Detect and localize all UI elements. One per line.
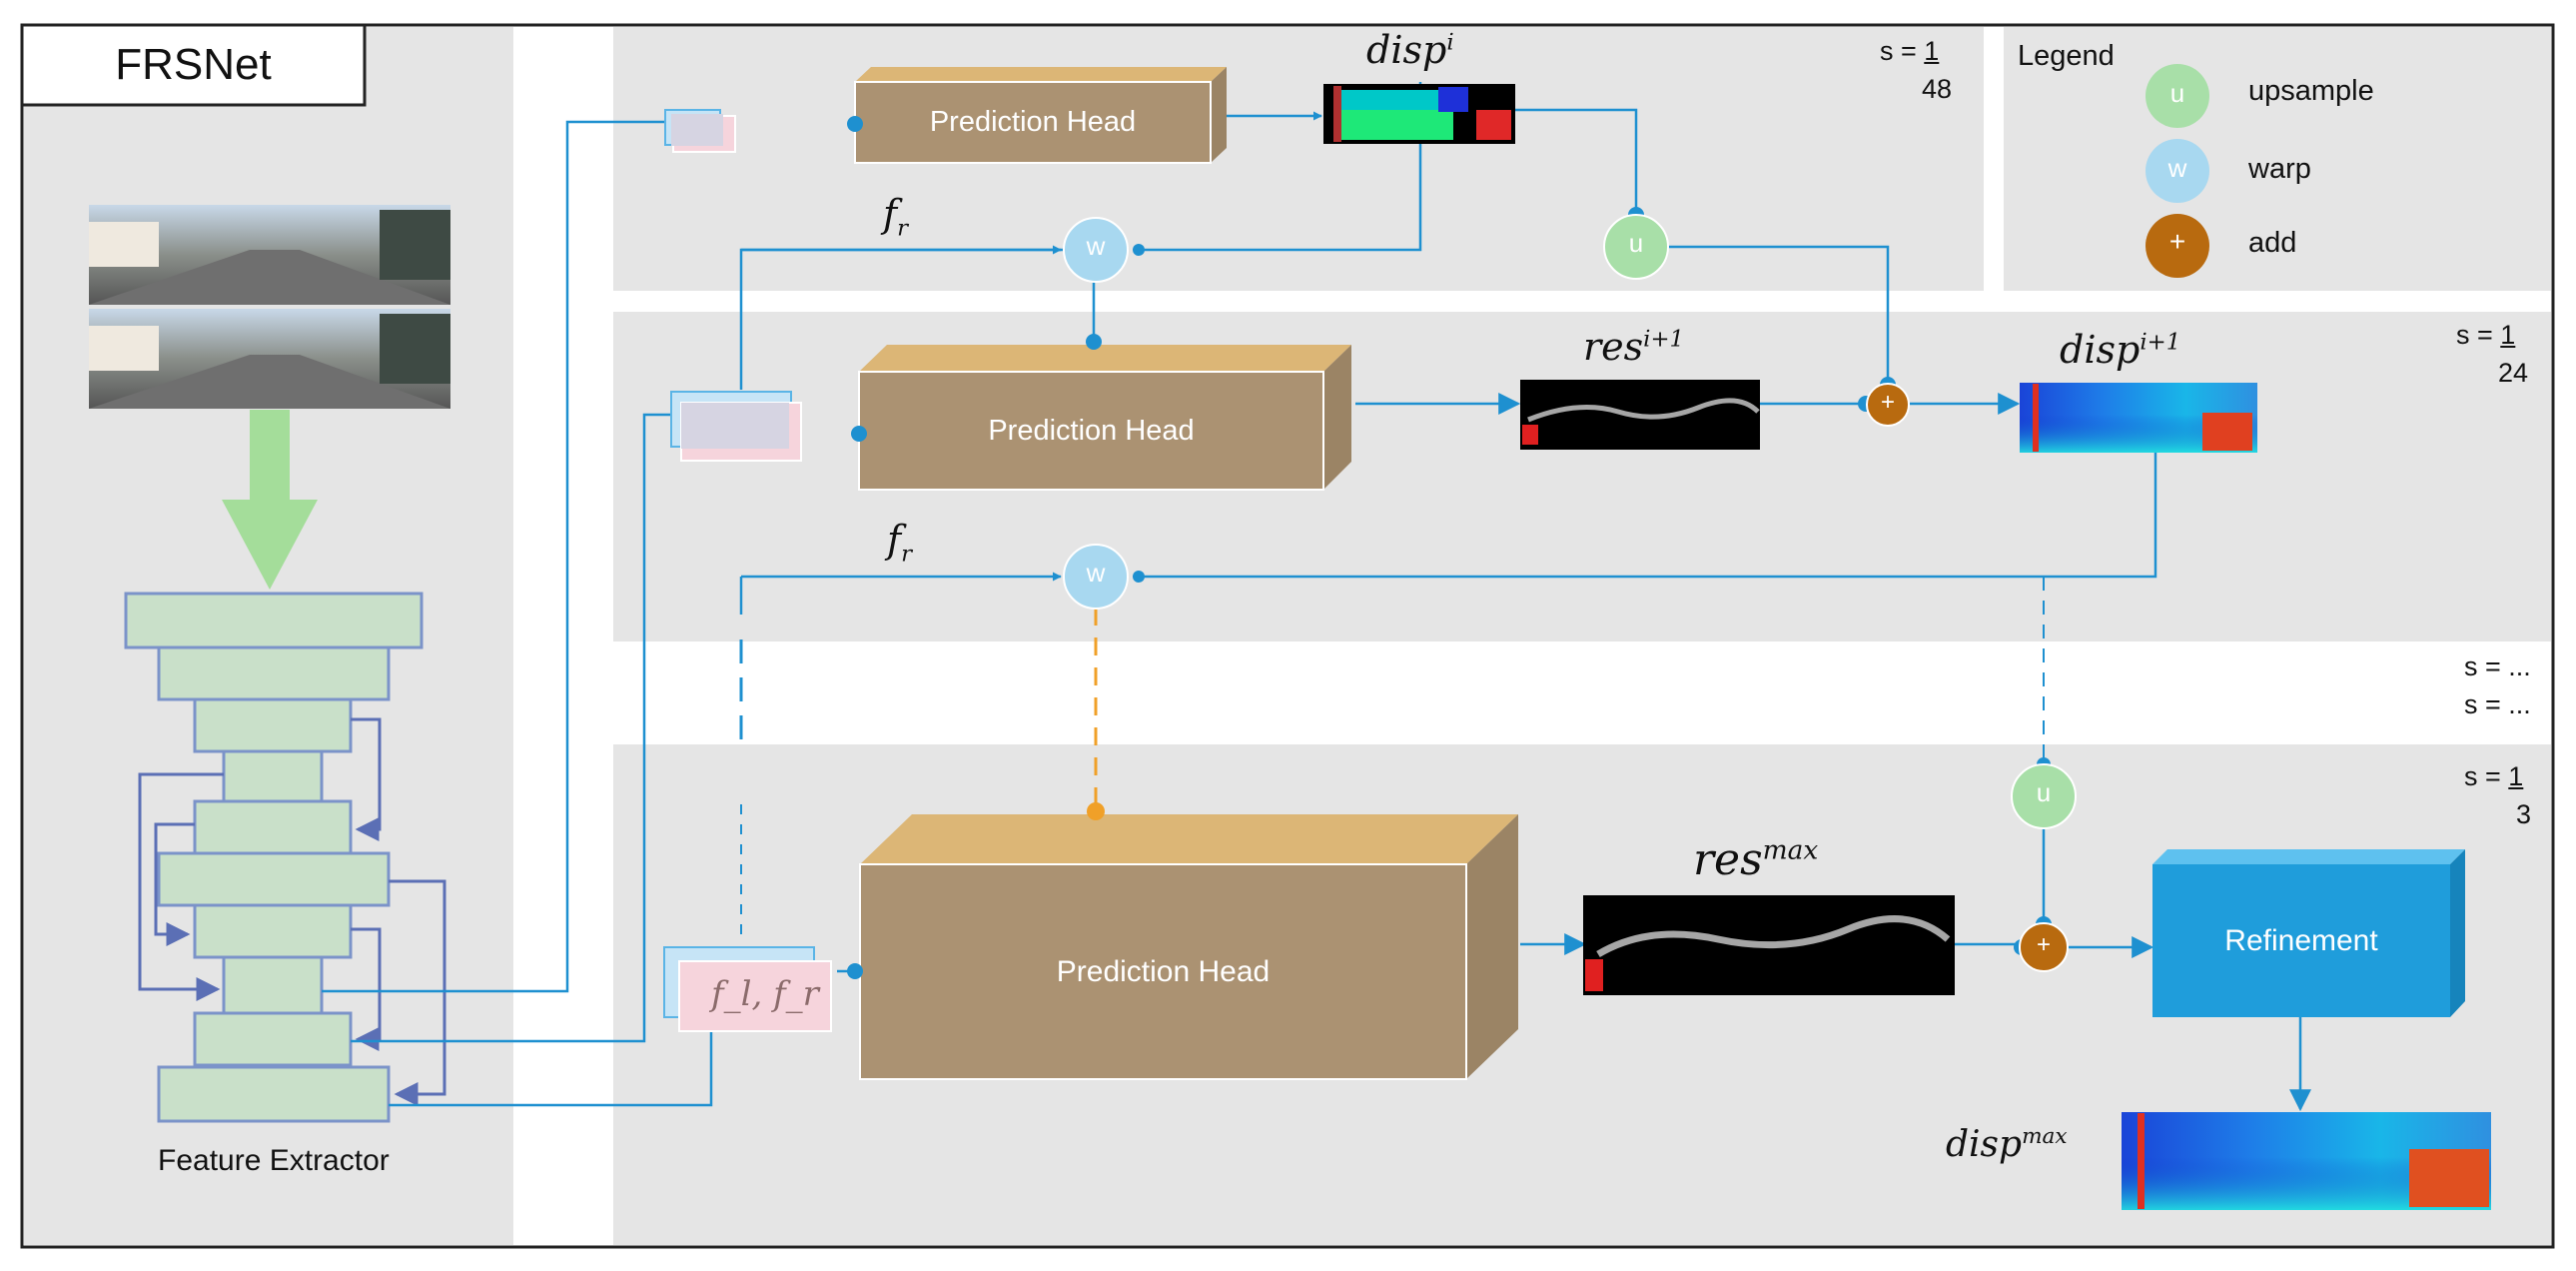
- feature-map-3: [663, 946, 832, 1032]
- upsample-circle-2: [2011, 763, 2077, 829]
- legend-warp-symbol: w: [2167, 153, 2187, 183]
- feature-extractor-blocks: [124, 592, 424, 1123]
- res-max-image: [1583, 895, 1955, 995]
- fl-fr-label: f_l, f_r: [711, 974, 819, 1014]
- disp-i-label: dispi: [1366, 28, 1454, 72]
- disp-i1-label: dispi+1: [2060, 328, 2181, 372]
- scale-label-dots-1: s = ...: [2464, 651, 2531, 681]
- warp-symbol-1: w: [1086, 231, 1106, 261]
- disp-max-image: [2122, 1112, 2491, 1210]
- dashed-connections: [739, 577, 2045, 944]
- legend-add-circle: [2146, 214, 2209, 278]
- prediction-head-2-box: [858, 345, 1351, 491]
- legend-add-symbol: +: [2168, 226, 2186, 257]
- skip-connections: [138, 717, 446, 1106]
- legend-panel: [2004, 27, 2551, 291]
- upsample-symbol-1: u: [1628, 228, 1644, 258]
- refinement-box: [2152, 849, 2465, 1017]
- add-circle-1: [1866, 383, 1910, 427]
- disp-i-image: [1323, 84, 1515, 144]
- legend-upsample-label: upsample: [2248, 75, 2374, 107]
- legend-title: Legend: [2018, 40, 2115, 72]
- scale-panel-1: [613, 27, 1984, 291]
- upsample-symbol-2: u: [2036, 777, 2052, 807]
- feature-map-1: [664, 109, 736, 153]
- fr-label-2: fr: [887, 518, 912, 568]
- warp-symbol-2: w: [1086, 558, 1106, 588]
- prediction-head-3-box: [859, 814, 1518, 1080]
- orange-dot: [1087, 802, 1105, 820]
- scale-label-dots-2: s = ...: [2464, 689, 2531, 719]
- res-i1-label: resi+1: [1583, 325, 1685, 369]
- add-circle-2: [2019, 922, 2069, 972]
- title-box: [20, 23, 367, 107]
- scale-label-2: s = 1 24: [2456, 320, 2529, 388]
- warp-circle-2: [1063, 544, 1129, 610]
- res-i1-image: [1520, 380, 1760, 450]
- input-image-left: [89, 205, 450, 305]
- add-symbol-1: +: [1880, 389, 1895, 416]
- prediction-head-1-label: Prediction Head: [929, 106, 1137, 138]
- disp-max-label: dispmax: [1946, 1124, 2068, 1165]
- legend-upsample-symbol: u: [2169, 78, 2185, 108]
- prediction-head-2-label: Prediction Head: [988, 415, 1195, 447]
- legend-upsample-circle: [2146, 64, 2209, 128]
- big-down-arrow: [222, 410, 318, 590]
- add-symbol-2: +: [2036, 931, 2051, 958]
- page-title: FRSNet: [115, 40, 272, 89]
- scale-label-3: s = 1 3: [2464, 761, 2532, 829]
- connections: [322, 82, 2311, 1112]
- legend-warp-label: warp: [2248, 153, 2311, 185]
- input-image-right: [89, 309, 450, 409]
- feature-map-2: [670, 391, 802, 462]
- legend-warp-circle: [2146, 139, 2209, 203]
- feature-extractor-label: Feature Extractor: [158, 1144, 390, 1177]
- prediction-head-1-box: [854, 67, 1227, 164]
- refinement-label: Refinement: [2224, 924, 2378, 957]
- fr-label-1: fr: [883, 192, 908, 242]
- legend-add-label: add: [2248, 227, 2297, 259]
- res-max-label: resmax: [1693, 834, 1819, 885]
- scale-label-1: s = 1 48: [1880, 36, 1953, 104]
- warp-circle-1: [1063, 217, 1129, 283]
- upsample-circle-1: [1603, 214, 1669, 280]
- prediction-head-3-label: Prediction Head: [1056, 955, 1271, 988]
- disp-i1-image: [2020, 383, 2257, 453]
